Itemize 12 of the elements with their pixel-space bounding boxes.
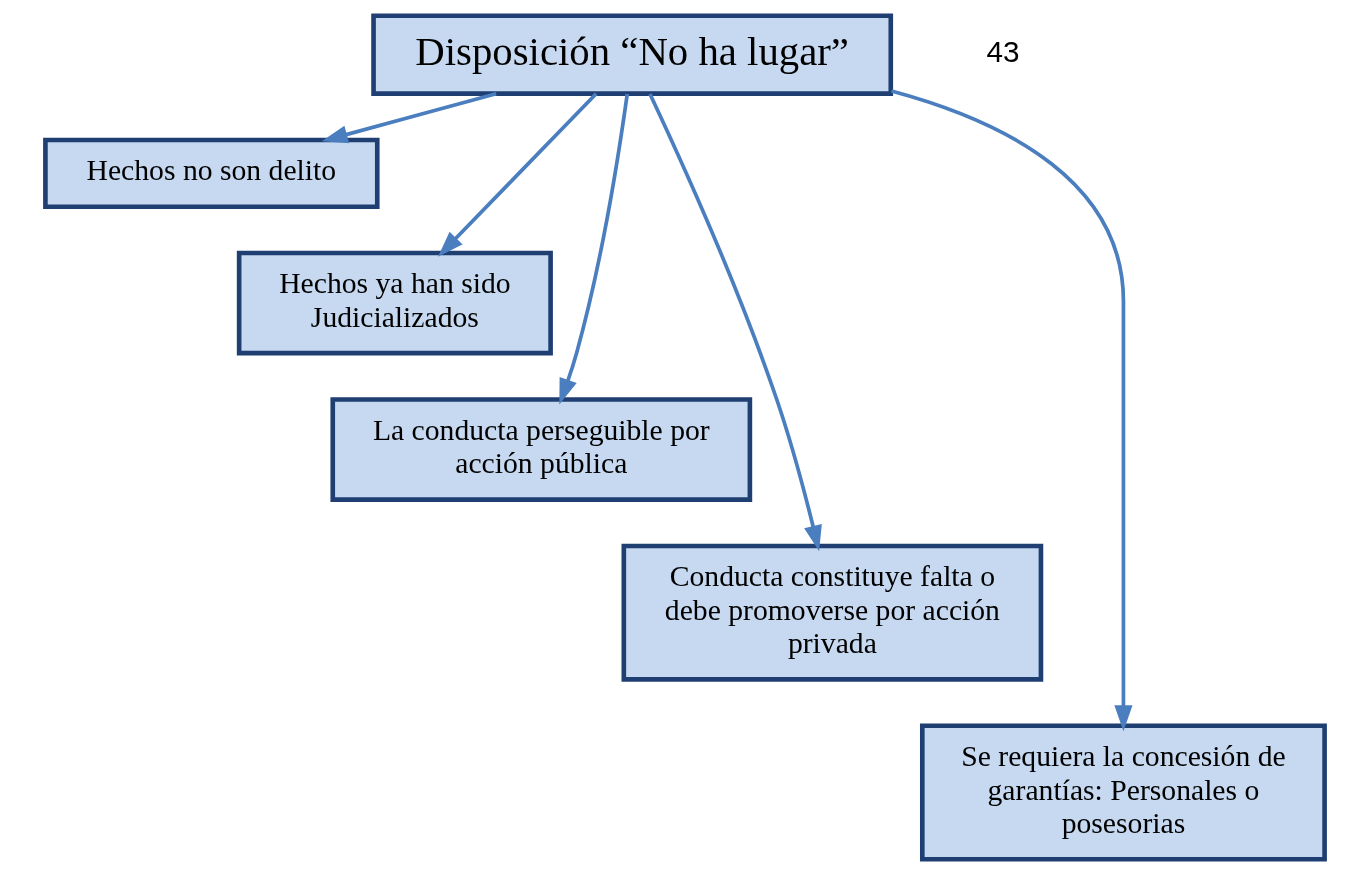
node-box: La conducta perseguible por acción pública (330, 397, 753, 502)
node-box: Disposición “No ha lugar” (371, 13, 894, 96)
arrow (321, 91, 497, 144)
node-box: Se requiera la concesión de garantías: Personales o posesorias (920, 723, 1327, 862)
node-box: Hechos ya han sido Judicializados (236, 250, 553, 356)
node-box: Hechos no son delito (43, 137, 380, 209)
label: 43 (986, 34, 1020, 68)
arrow (890, 89, 1133, 732)
arrow (648, 93, 822, 552)
arrow (559, 93, 630, 405)
node-box: Conducta constituye falta o debe promoverse por acción privada (621, 543, 1044, 682)
arrow (438, 92, 598, 257)
